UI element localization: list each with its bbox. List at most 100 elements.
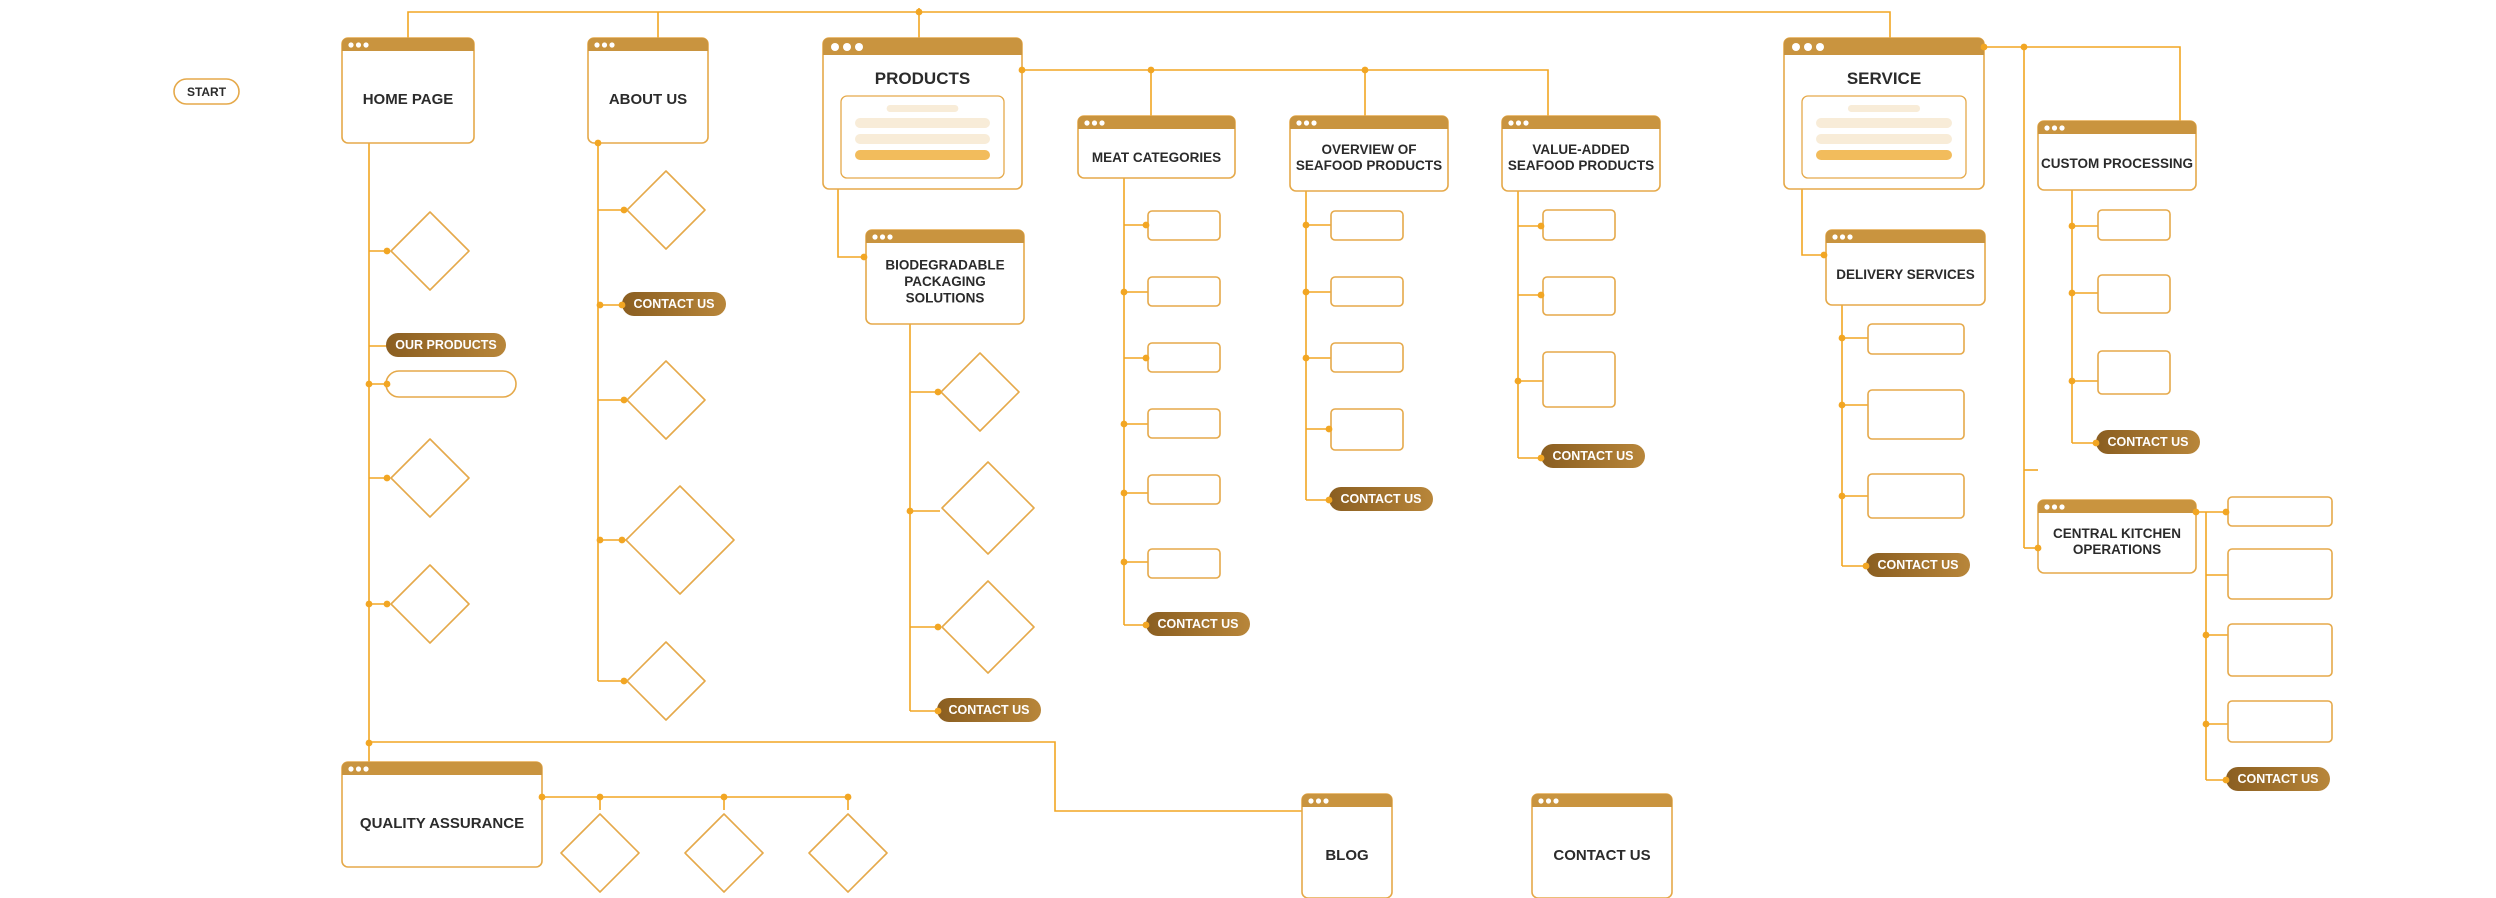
window-dot-icon [1792,43,1800,51]
window-dot-icon [609,42,615,48]
window-dot-icon [363,766,369,772]
page-title: CUSTOM PROCESSING [2041,156,2193,171]
window-header [1784,38,1984,55]
contact-us-pill[interactable]: CONTACT US [2226,767,2330,791]
window-header [1532,794,1672,807]
content-block [2097,350,2171,395]
content-block [1330,276,1404,307]
connector-dot [906,507,914,515]
start-label: START [187,85,227,99]
content-section-diamond [626,360,706,440]
content-section-diamond [808,813,888,893]
window-dot-icon [2059,125,2065,131]
window-dot-icon [843,43,851,51]
window-header [1502,116,1660,129]
window-dot-icon [1091,120,1098,126]
window-dot-icon [1553,798,1559,804]
content-block [1542,351,1616,408]
connector-dot [2068,377,2076,385]
connector-dot [620,396,628,404]
connector-dot [596,536,604,544]
pill-shape [1146,612,1250,636]
home-page-node[interactable]: HOME PAGE [341,37,475,144]
contact-us-pill[interactable]: CONTACT US [622,292,726,316]
connector-dot [844,793,852,801]
pill-label: CONTACT US [2237,772,2318,786]
window-dot-icon [1515,120,1522,126]
contact-us-pill[interactable]: CONTACT US [2096,430,2200,454]
connector-dot [1325,496,1333,504]
content-section-diamond [940,352,1020,432]
connector-dot [1862,562,1870,570]
window-header [1826,230,1985,243]
contact-us-pill[interactable]: CONTACT US [937,698,1041,722]
connector-dot [1302,221,1310,229]
content-block [1147,474,1221,505]
contact-us-pill[interactable]: CONTACT US [1146,612,1250,636]
window-header [823,38,1022,55]
our-products-pill[interactable]: OUR PRODUCTS [386,333,506,357]
content-block [1147,548,1221,579]
connector-dot [2068,289,2076,297]
skeleton-line [1816,134,1952,144]
content-block [1147,342,1221,373]
connector-dot [383,247,391,255]
quality-assurance-node[interactable]: QUALITY ASSURANCE [341,761,543,868]
pill-label: CONTACT US [948,703,1029,717]
products-node[interactable]: PRODUCTS [822,37,1023,190]
content-section-diamond [626,170,706,250]
window-dot-icon [1804,43,1812,51]
content-block [1147,408,1221,439]
skeleton-line-accent [1816,150,1952,160]
connector-dot [1120,288,1128,296]
content-section-diamond [390,211,470,291]
page-title: CONTACT US [1553,847,1650,864]
connector-dot [1537,454,1545,462]
connector-dot [2202,631,2210,639]
start-node[interactable]: START [173,78,240,105]
contact-us-pill[interactable]: CONTACT US [1866,553,1970,577]
page-title-line: BIODEGRADABLE [885,258,1004,273]
window-dot-icon [1315,798,1322,804]
window-dot-icon [887,234,893,240]
connector-dot [1120,420,1128,428]
content-block [1330,210,1404,241]
connector-dot [383,474,391,482]
custom-processing-node[interactable]: CUSTOM PROCESSING [2037,120,2197,191]
connector-dot [538,793,546,801]
contact-us-pill[interactable]: CONTACT US [1541,444,1645,468]
connector-dot [2222,776,2230,784]
skeleton-line [1847,105,1921,112]
window-dot-icon [1308,798,1314,804]
pill-label: CONTACT US [633,297,714,311]
about-us-node[interactable]: ABOUT US [587,37,709,144]
page-frame [1531,793,1673,898]
blog-node[interactable]: BLOG [1301,793,1393,898]
connector-dot [934,707,942,715]
window-header [588,38,708,51]
page-frame [1301,793,1393,898]
content-section-diamond [625,485,735,595]
contact-us-pill[interactable]: CONTACT US [1329,487,1433,511]
pill-label: CONTACT US [2107,435,2188,449]
delivery-services-node[interactable]: DELIVERY SERVICES [1825,229,1986,306]
service-node[interactable]: SERVICE [1783,37,1985,190]
pill-shape [2096,430,2200,454]
window-dot-icon [2044,504,2050,510]
window-dot-icon [355,42,362,48]
connector-dot [2034,544,2042,552]
pill-label: CONTACT US [1552,449,1633,463]
meat-categories-node[interactable]: MEAT CATEGORIES [1077,115,1236,179]
pill-shape [1866,553,1970,577]
window-dot-icon [1816,43,1824,51]
connector-dot [618,536,626,544]
content-block [1867,473,1965,519]
contact-us-node[interactable]: CONTACT US [1531,793,1673,898]
connector-line [837,188,866,258]
